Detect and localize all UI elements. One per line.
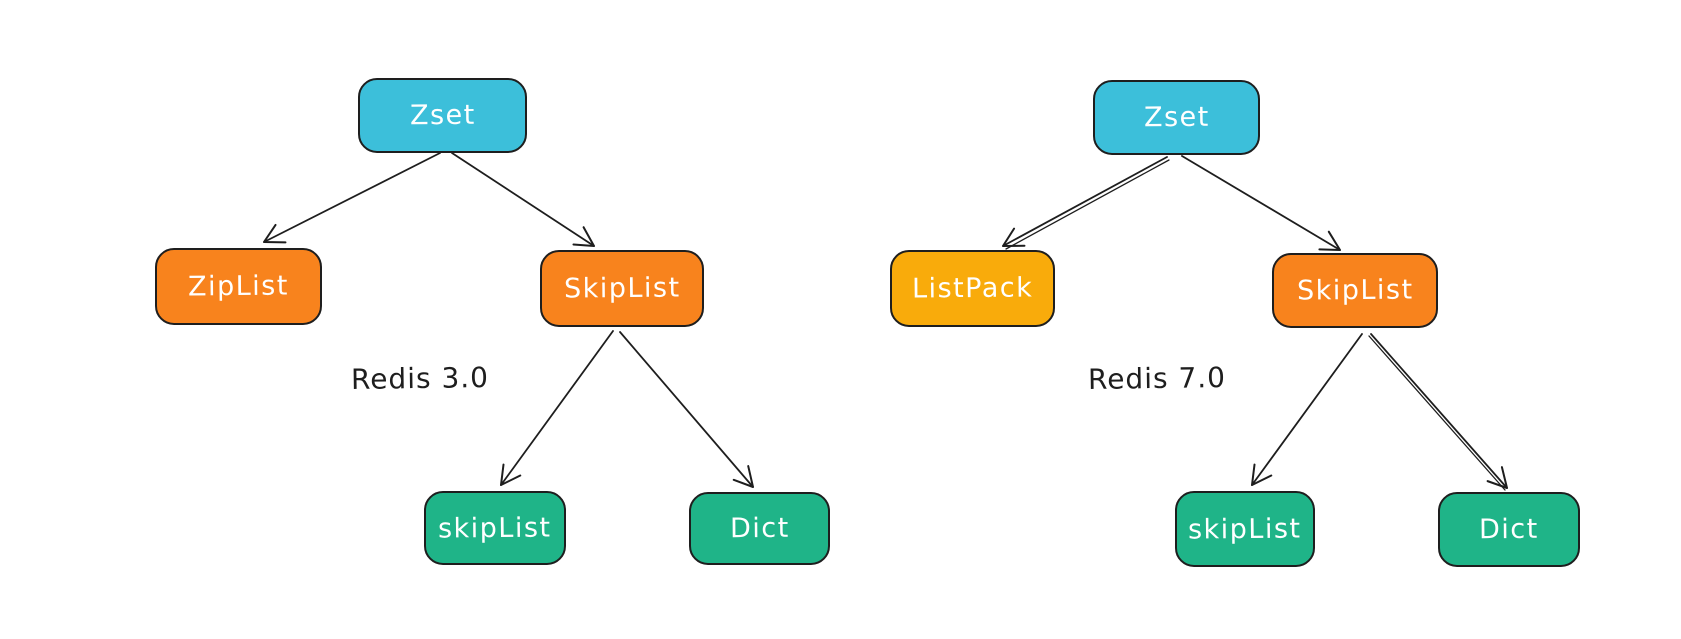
caption-redis-7-0: Redis 7.0 xyxy=(1087,361,1227,396)
edge-r3-zset-ziplist xyxy=(263,152,441,244)
node-r3-zset: Zset xyxy=(358,78,527,153)
node-r3-skiplist-child: skipList xyxy=(424,491,566,565)
node-r7-dict-label: Dict xyxy=(1478,513,1539,546)
node-r3-ziplist-label: ZipList xyxy=(187,270,290,303)
edge-r7-skiplist-dict-sketchline xyxy=(1368,335,1506,491)
node-r7-skiplist-label: SkipList xyxy=(1296,274,1414,307)
node-r3-skiplist: SkipList xyxy=(540,250,704,327)
edge-r7-skiplist-skiplistchild xyxy=(1251,333,1363,486)
node-r3-ziplist: ZipList xyxy=(155,248,322,325)
node-r7-zset-label: Zset xyxy=(1143,101,1210,134)
edge-r3-skiplist-dict xyxy=(619,331,754,488)
node-r7-zset: Zset xyxy=(1093,80,1260,155)
node-r7-skiplist: SkipList xyxy=(1272,253,1438,328)
edge-r7-zset-listpack-sketchline xyxy=(1005,159,1170,250)
caption-redis-3-0: Redis 3.0 xyxy=(350,361,490,396)
edge-r3-zset-skiplist xyxy=(451,152,595,247)
edge-r7-skiplist-dict xyxy=(1370,333,1508,489)
node-r3-dict: Dict xyxy=(689,492,830,565)
edge-r7-zset-listpack xyxy=(1001,156,1168,247)
node-r7-listpack: ListPack xyxy=(890,250,1055,327)
node-r3-skiplist-child-label: skipList xyxy=(438,512,552,544)
edge-r3-skiplist-skiplistchild xyxy=(500,330,614,486)
node-r7-dict: Dict xyxy=(1438,492,1580,567)
edge-r7-zset-skiplist xyxy=(1181,155,1341,251)
node-r3-skiplist-label: SkipList xyxy=(563,272,681,305)
node-r3-dict-label: Dict xyxy=(729,512,790,545)
node-r7-skiplist-child-label: skipList xyxy=(1188,513,1302,545)
node-r7-skiplist-child: skipList xyxy=(1175,491,1315,567)
node-r7-listpack-label: ListPack xyxy=(911,272,1034,305)
node-r3-zset-label: Zset xyxy=(409,99,476,132)
